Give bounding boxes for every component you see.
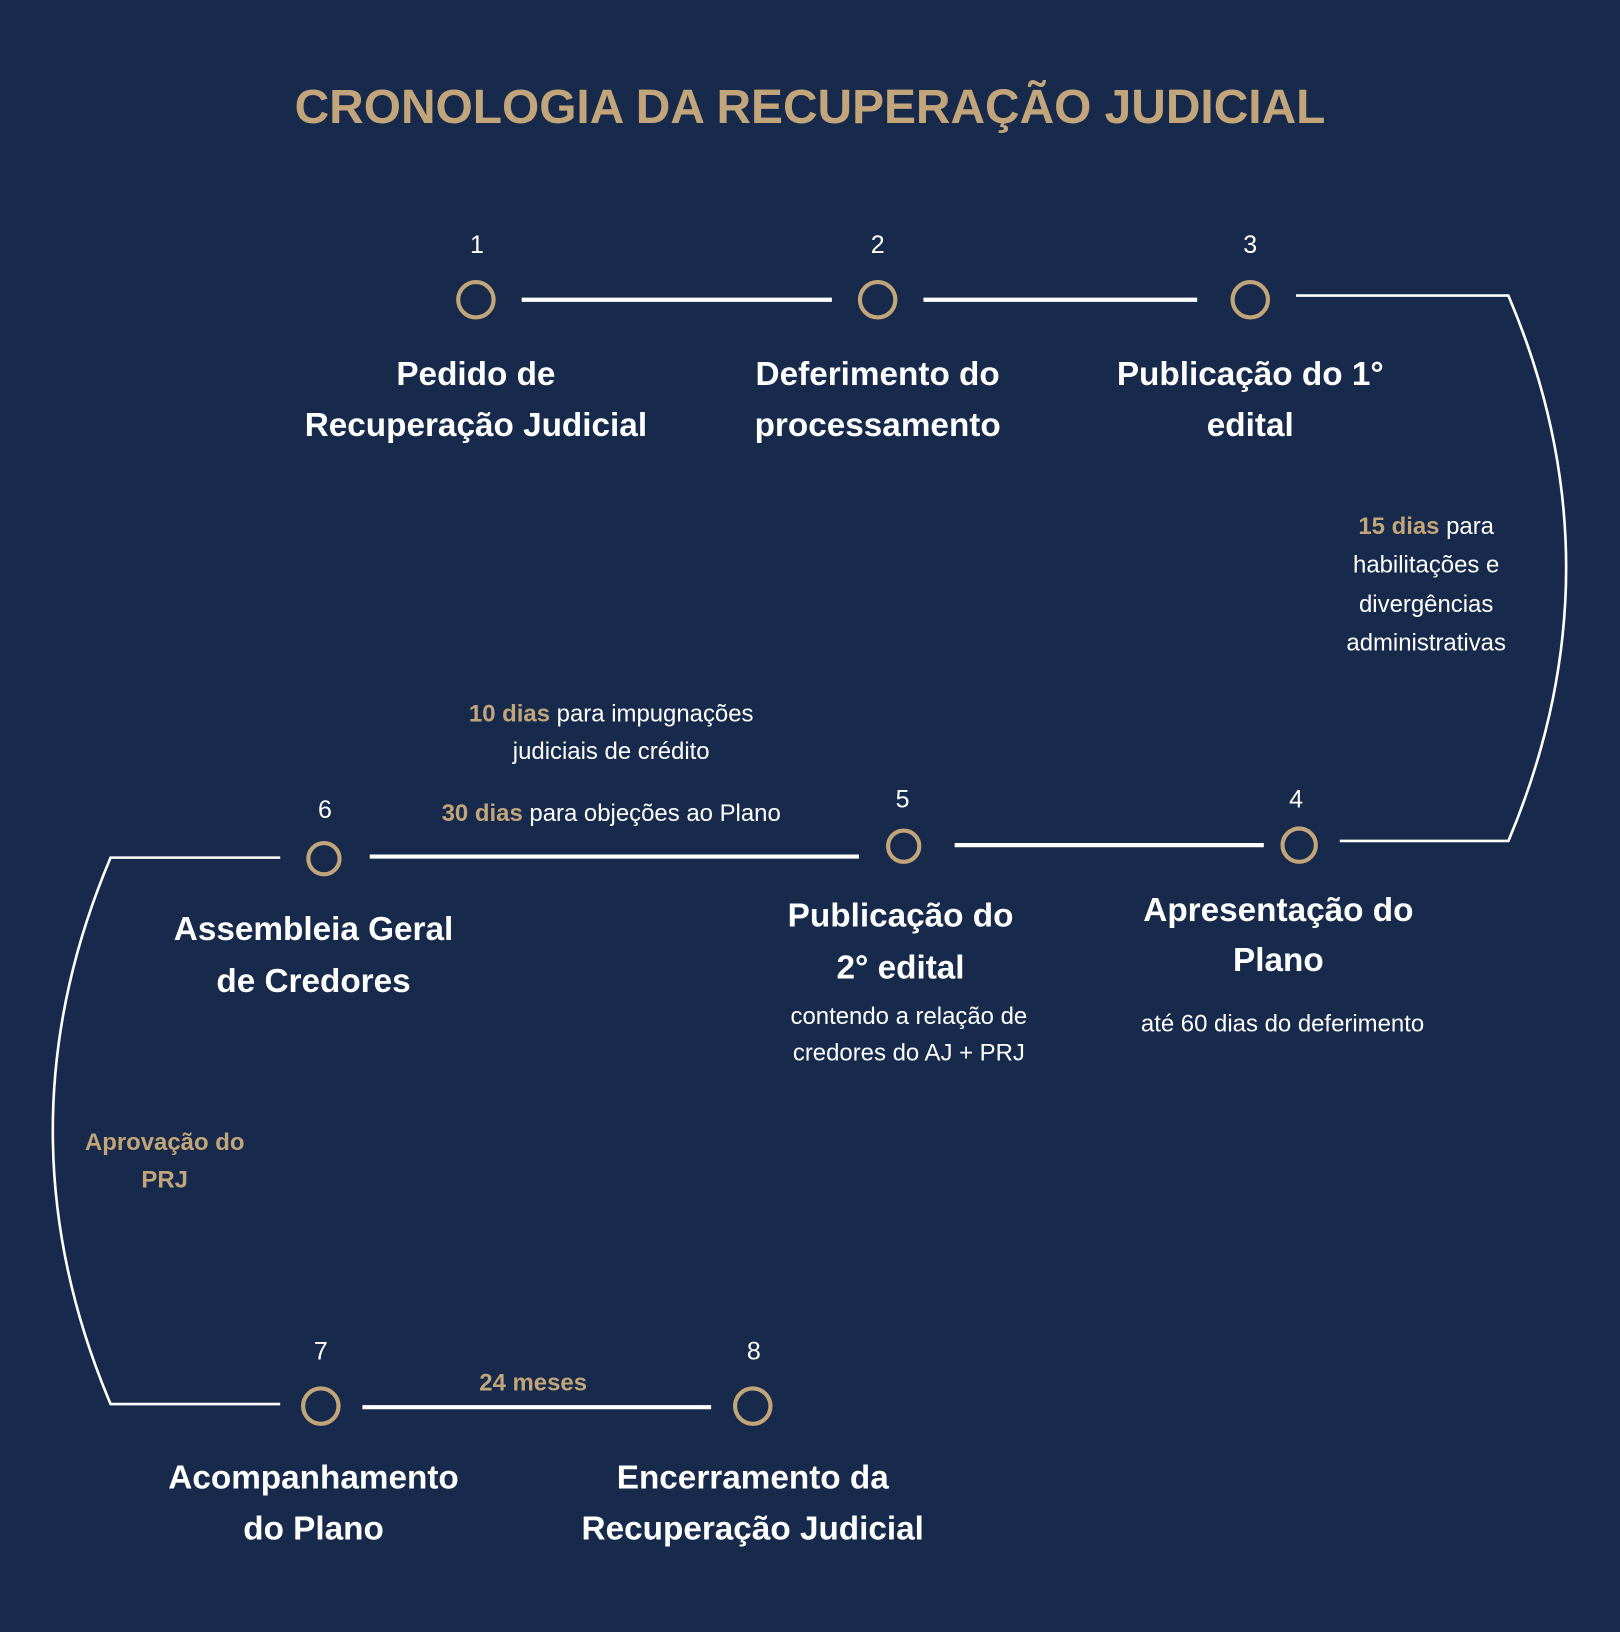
step-label: Publicação do 1° (1117, 356, 1384, 393)
interval-highlight: 30 dias (442, 800, 523, 827)
interval-text: administrativas (1346, 630, 1506, 657)
step-number: 8 (747, 1337, 761, 1365)
connector-6-7 (51, 856, 281, 1406)
step-label: 2° edital (837, 949, 965, 986)
step-node-7 (301, 1386, 341, 1426)
step-label: do Plano (243, 1510, 384, 1547)
step-note: credores do AJ + PRJ (793, 1040, 1025, 1067)
interval-text: para (1439, 513, 1494, 540)
step-label: Deferimento do (756, 356, 1000, 393)
step-number: 1 (470, 231, 484, 259)
interval-impugnacoes: 10 dias para impugnações (469, 700, 754, 727)
step-node-2 (857, 279, 898, 320)
step-label: Recuperação Judicial (582, 1510, 924, 1547)
step-node-4 (1280, 826, 1318, 864)
step-number: 7 (314, 1337, 328, 1365)
step-node-1 (456, 279, 496, 320)
page-title: CRONOLOGIA DA RECUPERAÇÃO JUDICIAL (295, 79, 1326, 134)
step-label: Apresentação do (1143, 892, 1413, 929)
step-label: de Credores (216, 963, 410, 1000)
step-node-8 (732, 1386, 773, 1426)
interval-habilitacoes: 15 dias para (1358, 513, 1494, 540)
step-label: Assembleia Geral (174, 911, 453, 948)
step-node-6 (306, 840, 342, 877)
interval-aprovacao: PRJ (141, 1167, 188, 1194)
step-node-5 (885, 828, 922, 864)
step-label: Acompanhamento (168, 1459, 458, 1496)
step-note: contendo a relação de (791, 1003, 1028, 1030)
step-number: 2 (871, 231, 885, 259)
step-number: 6 (318, 796, 332, 824)
interval-text: habilitações e (1353, 551, 1499, 578)
interval-highlight: 10 dias (469, 700, 550, 727)
step-label: Pedido de (396, 356, 555, 393)
step-node-3 (1230, 279, 1271, 320)
step-label: Publicação do (788, 897, 1014, 934)
step-note: até 60 dias do deferimento (1141, 1010, 1424, 1037)
interval-acompanhamento: 24 meses (479, 1370, 587, 1397)
interval-text: judiciais de crédito (512, 738, 710, 765)
interval-text: divergências (1359, 591, 1493, 618)
step-label: Recuperação Judicial (305, 407, 647, 444)
step-label: edital (1207, 407, 1294, 444)
connector-3-4 (1296, 294, 1568, 843)
interval-text: para impugnações (550, 700, 754, 727)
step-number: 3 (1243, 231, 1257, 259)
step-label: Encerramento da (617, 1459, 889, 1496)
interval-text: para objeções ao Plano (523, 800, 781, 827)
step-number: 4 (1289, 786, 1303, 814)
step-label: processamento (755, 407, 1001, 444)
interval-objecoes: 30 dias para objeções ao Plano (442, 800, 781, 827)
step-label: Plano (1233, 942, 1324, 979)
interval-aprovacao: Aprovação do (85, 1129, 245, 1156)
step-number: 5 (896, 786, 910, 814)
interval-highlight: 15 dias (1358, 513, 1439, 540)
